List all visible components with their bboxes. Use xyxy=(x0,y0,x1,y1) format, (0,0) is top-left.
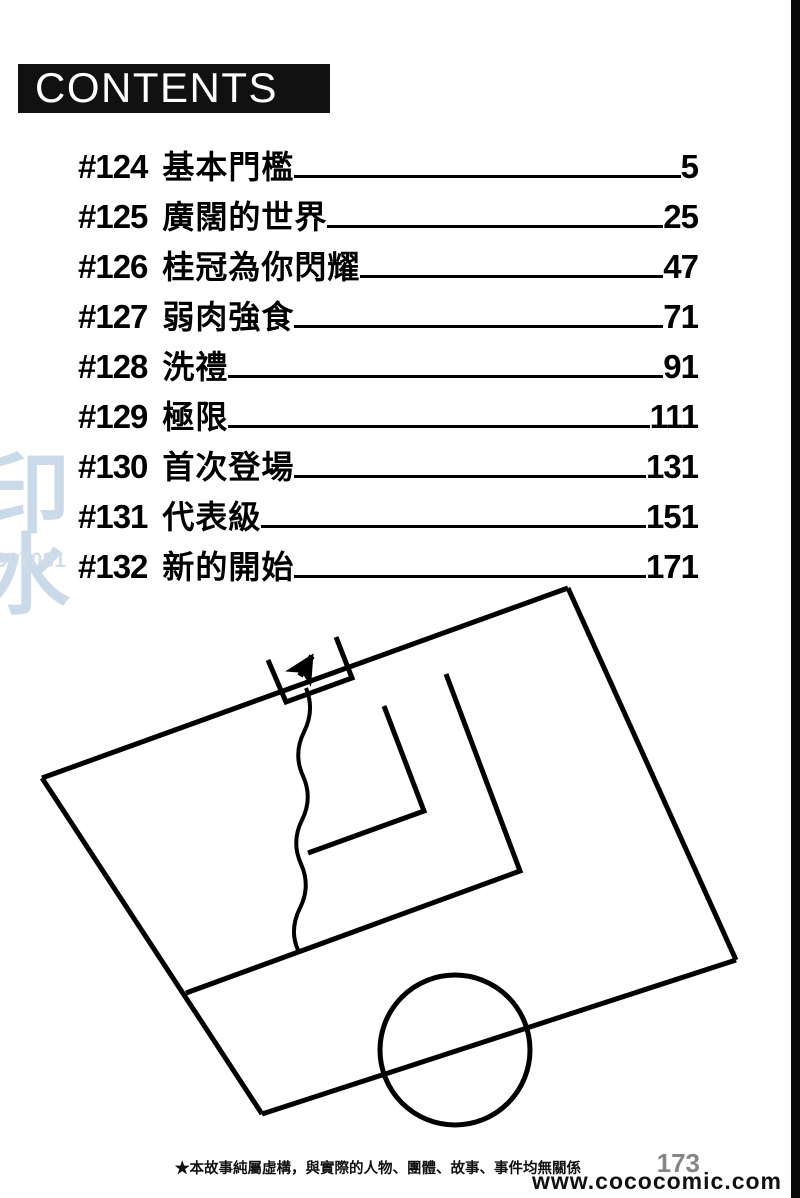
pitch-lines xyxy=(39,585,739,1128)
table-of-contents: #124 基本門檻 5 #125 廣闊的世界 25 #126 桂冠為你閃耀 47… xyxy=(78,142,699,592)
toc-entry[interactable]: #132 新的開始 171 xyxy=(78,542,699,592)
chapter-page-number: 5 xyxy=(680,148,699,185)
chapter-page-number: 47 xyxy=(663,248,699,285)
chapter-page-number: 91 xyxy=(663,348,699,385)
soccer-tactics-diagram xyxy=(39,585,739,1128)
toc-entry[interactable]: #124 基本門檻 5 xyxy=(78,142,699,192)
toc-entry[interactable]: #128 洗禮 91 xyxy=(78,342,699,392)
leader-line xyxy=(261,525,646,528)
chapter-title: 廣闊的世界 xyxy=(162,199,328,235)
chapter-page-number: 131 xyxy=(645,448,699,485)
page-edge-highlight xyxy=(787,0,791,1198)
touchline-left xyxy=(39,776,265,1116)
chapter-title: 首次登場 xyxy=(162,449,295,485)
page-folio: 173 xyxy=(656,1148,700,1178)
leader-line xyxy=(294,475,646,478)
chapter-number: #125 xyxy=(78,198,148,235)
disclaimer-text: ★本故事純屬虛構，與實際的人物、團體、故事、事件均無關係 xyxy=(175,1161,581,1177)
chapter-page-number: 71 xyxy=(663,298,699,335)
toc-entry[interactable]: #126 桂冠為你閃耀 47 xyxy=(78,242,699,292)
toc-entry[interactable]: #129 極限 111 xyxy=(78,392,699,442)
leader-line xyxy=(294,175,681,178)
goal-line xyxy=(41,585,569,781)
chapter-number: #132 xyxy=(78,548,148,585)
page-gutter-strip xyxy=(791,0,800,1198)
chapter-page-number: 171 xyxy=(645,548,699,585)
touchline-right xyxy=(565,586,739,962)
centre-circle xyxy=(377,972,533,1128)
chapter-number: #129 xyxy=(78,398,148,435)
chapter-title: 新的開始 xyxy=(162,549,295,585)
contents-header-bar: CONTENTS xyxy=(18,64,330,113)
leader-line xyxy=(360,275,664,278)
penalty-area xyxy=(185,673,524,996)
chapter-page-number: 25 xyxy=(663,198,699,235)
chapter-number: #124 xyxy=(78,148,148,185)
site-watermark: www.cococomic.com xyxy=(531,1168,782,1194)
leader-line xyxy=(294,325,664,328)
chapter-number: #126 xyxy=(78,248,148,285)
leader-line xyxy=(327,225,664,228)
chapter-number: #131 xyxy=(78,498,148,535)
leader-line xyxy=(228,375,664,378)
dribble-arrow xyxy=(285,653,315,687)
toc-entry[interactable]: #131 代表級 151 xyxy=(78,492,699,542)
chapter-title: 洗禮 xyxy=(162,349,229,385)
chapter-number: #127 xyxy=(78,298,148,335)
chapter-title: 基本門檻 xyxy=(162,149,295,185)
goal-mouth xyxy=(265,636,356,706)
chapter-page-number: 111 xyxy=(649,398,699,435)
chapter-title: 代表級 xyxy=(162,499,262,535)
chapter-number: #130 xyxy=(78,448,148,485)
chapter-title: 桂冠為你閃耀 xyxy=(162,249,361,285)
chapter-page-number: 151 xyxy=(645,498,699,535)
leader-line xyxy=(294,575,646,578)
page-title: CONTENTS xyxy=(35,63,278,111)
toc-entry[interactable]: #125 廣闊的世界 25 xyxy=(78,192,699,242)
toc-entry[interactable]: #130 首次登場 131 xyxy=(78,442,699,492)
dribble-path xyxy=(292,687,312,951)
goal-area xyxy=(307,705,428,856)
chapter-title: 極限 xyxy=(162,399,229,435)
halfway-line xyxy=(261,957,737,1117)
chapter-title: 弱肉強食 xyxy=(162,299,295,335)
leader-line xyxy=(228,425,650,428)
chapter-number: #128 xyxy=(78,348,148,385)
toc-entry[interactable]: #127 弱肉強食 71 xyxy=(78,292,699,342)
